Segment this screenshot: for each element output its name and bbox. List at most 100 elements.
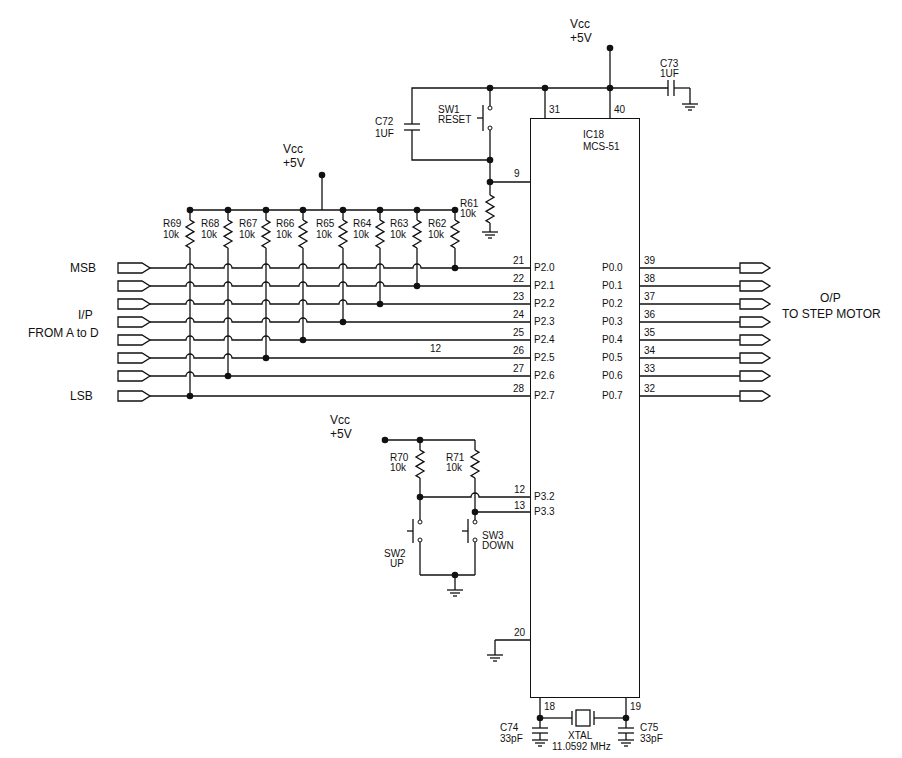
- input-wire: [150, 336, 530, 340]
- output-connector: [740, 335, 770, 345]
- ground-symbol: [621, 742, 631, 743]
- resistor-symbol: [416, 450, 424, 478]
- wire: [302, 248, 303, 340]
- output-wire: [640, 357, 740, 358]
- schematic-label: P3.2: [534, 491, 555, 503]
- schematic-label: R65: [316, 218, 334, 230]
- wire: [490, 181, 530, 182]
- output-wire: [640, 267, 740, 268]
- wire: [489, 223, 490, 232]
- schematic-label: 33pF: [640, 733, 663, 745]
- input-connector: [118, 281, 150, 291]
- schematic-label: 23: [513, 291, 524, 303]
- output-wire: [640, 303, 740, 304]
- schematic-label: R68: [201, 218, 219, 230]
- schematic-label: 10k: [390, 462, 406, 474]
- schematic-label: P2.5: [534, 352, 555, 364]
- input-connector: [118, 335, 150, 345]
- wire: [416, 248, 417, 286]
- input-wire: [150, 318, 530, 322]
- schematic-label: R70: [390, 452, 408, 464]
- schematic-label: +5V: [283, 157, 305, 171]
- ground-symbol: [488, 237, 492, 238]
- resistor-symbol: [451, 220, 459, 248]
- resistor-symbol: [299, 220, 307, 248]
- output-connector: [740, 353, 770, 363]
- output-connector: [740, 281, 770, 291]
- crystal-symbol: [571, 711, 572, 725]
- output-wire: [640, 375, 740, 376]
- schematic-label: I/P: [78, 309, 93, 323]
- schematic-label: 37: [644, 291, 655, 303]
- wire: [540, 717, 572, 718]
- schematic-label: 34: [644, 345, 655, 357]
- wire: [302, 210, 303, 220]
- wire: [539, 733, 540, 740]
- output-wire: [640, 285, 740, 286]
- input-connector: [118, 299, 150, 309]
- ground-symbol: [532, 739, 548, 740]
- wire: [494, 640, 495, 655]
- schematic-label: SW2: [384, 548, 406, 560]
- ground-symbol: [535, 742, 545, 743]
- wire: [379, 248, 380, 304]
- schematic-label: 12: [514, 484, 525, 496]
- schematic-label: C75: [640, 722, 658, 734]
- schematic-label: R66: [276, 218, 294, 230]
- wire: [689, 88, 690, 104]
- wire: [489, 182, 490, 195]
- schematic-label: 40: [614, 104, 625, 116]
- junction-dot: [607, 45, 614, 52]
- capacitor-symbol: [404, 129, 420, 130]
- ground-symbol: [453, 595, 457, 596]
- schematic-label: 1UF: [375, 128, 394, 140]
- switch-contact: [473, 538, 477, 542]
- ground-symbol: [490, 657, 500, 658]
- schematic-label: C72: [375, 116, 393, 128]
- schematic-label: 33pF: [500, 733, 523, 745]
- schematic-label: 39: [644, 255, 655, 267]
- junction-dot: [487, 157, 494, 164]
- schematic-label: 13: [514, 500, 525, 512]
- wire: [420, 574, 475, 575]
- capacitor-symbol: [532, 727, 548, 728]
- input-connector: [118, 263, 150, 273]
- capacitor-symbol: [667, 80, 668, 96]
- input-wire: [150, 354, 530, 358]
- input-connector: [118, 353, 150, 363]
- resistor-symbol: [186, 220, 194, 248]
- schematic-label: 20: [514, 627, 525, 639]
- wire: [609, 88, 610, 118]
- schematic-label: 11.0592 MHz: [552, 741, 611, 753]
- schematic-label: R63: [390, 218, 408, 230]
- schematic-label: P0.0: [602, 262, 623, 274]
- ground-symbol: [485, 234, 495, 235]
- resistor-symbol: [413, 220, 421, 248]
- schematic-label: P2.2: [534, 298, 555, 310]
- schematic-label: P2.0: [534, 262, 555, 274]
- schematic-label: 10k: [428, 229, 444, 241]
- output-connector: [740, 263, 770, 273]
- schematic-label: XTAL: [568, 730, 592, 742]
- wire: [265, 210, 266, 220]
- wire: [475, 511, 530, 512]
- schematic-label: SW1: [438, 104, 460, 116]
- schematic-label: Vcc: [283, 143, 303, 157]
- junction-dot: [607, 85, 614, 92]
- schematic-label: P2.7: [534, 390, 555, 402]
- wire: [625, 733, 626, 740]
- wire: [385, 439, 475, 440]
- schematic-label: 22: [513, 273, 524, 285]
- wire: [419, 542, 420, 575]
- wire: [489, 130, 490, 182]
- schematic-label: P0.4: [602, 334, 623, 346]
- output-connector: [740, 299, 770, 309]
- schematic-label: 35: [644, 327, 655, 339]
- input-connector: [118, 371, 150, 381]
- input-wire: [150, 372, 530, 376]
- schematic-label: 32: [644, 383, 655, 395]
- schematic-label: R71: [446, 452, 464, 464]
- schematic-label: 25: [513, 327, 524, 339]
- resistor-symbol: [224, 220, 232, 248]
- schematic-label: P2.3: [534, 316, 555, 328]
